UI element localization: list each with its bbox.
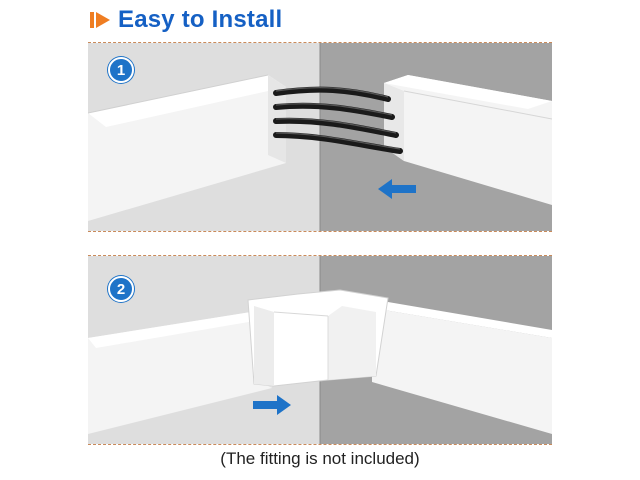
corner-fitting xyxy=(247,289,389,387)
step-1-badge: 1 xyxy=(108,57,134,83)
step-1-illustration xyxy=(88,43,552,231)
step-2-illustration xyxy=(88,256,552,444)
step-2-panel: 2 xyxy=(88,255,552,445)
right-raceway xyxy=(372,302,552,434)
right-raceway xyxy=(384,75,552,205)
cables xyxy=(273,86,403,154)
caption: (The fitting is not included) xyxy=(220,449,420,468)
left-arrow-icon xyxy=(378,179,416,199)
play-arrow-icon xyxy=(90,12,110,28)
step-2-badge: 2 xyxy=(108,276,134,302)
left-raceway xyxy=(88,74,286,221)
step-1-panel: 1 xyxy=(88,42,552,232)
right-arrow-icon xyxy=(253,395,291,415)
header: Easy to Install xyxy=(90,6,282,34)
page-title: Easy to Install xyxy=(118,6,283,33)
